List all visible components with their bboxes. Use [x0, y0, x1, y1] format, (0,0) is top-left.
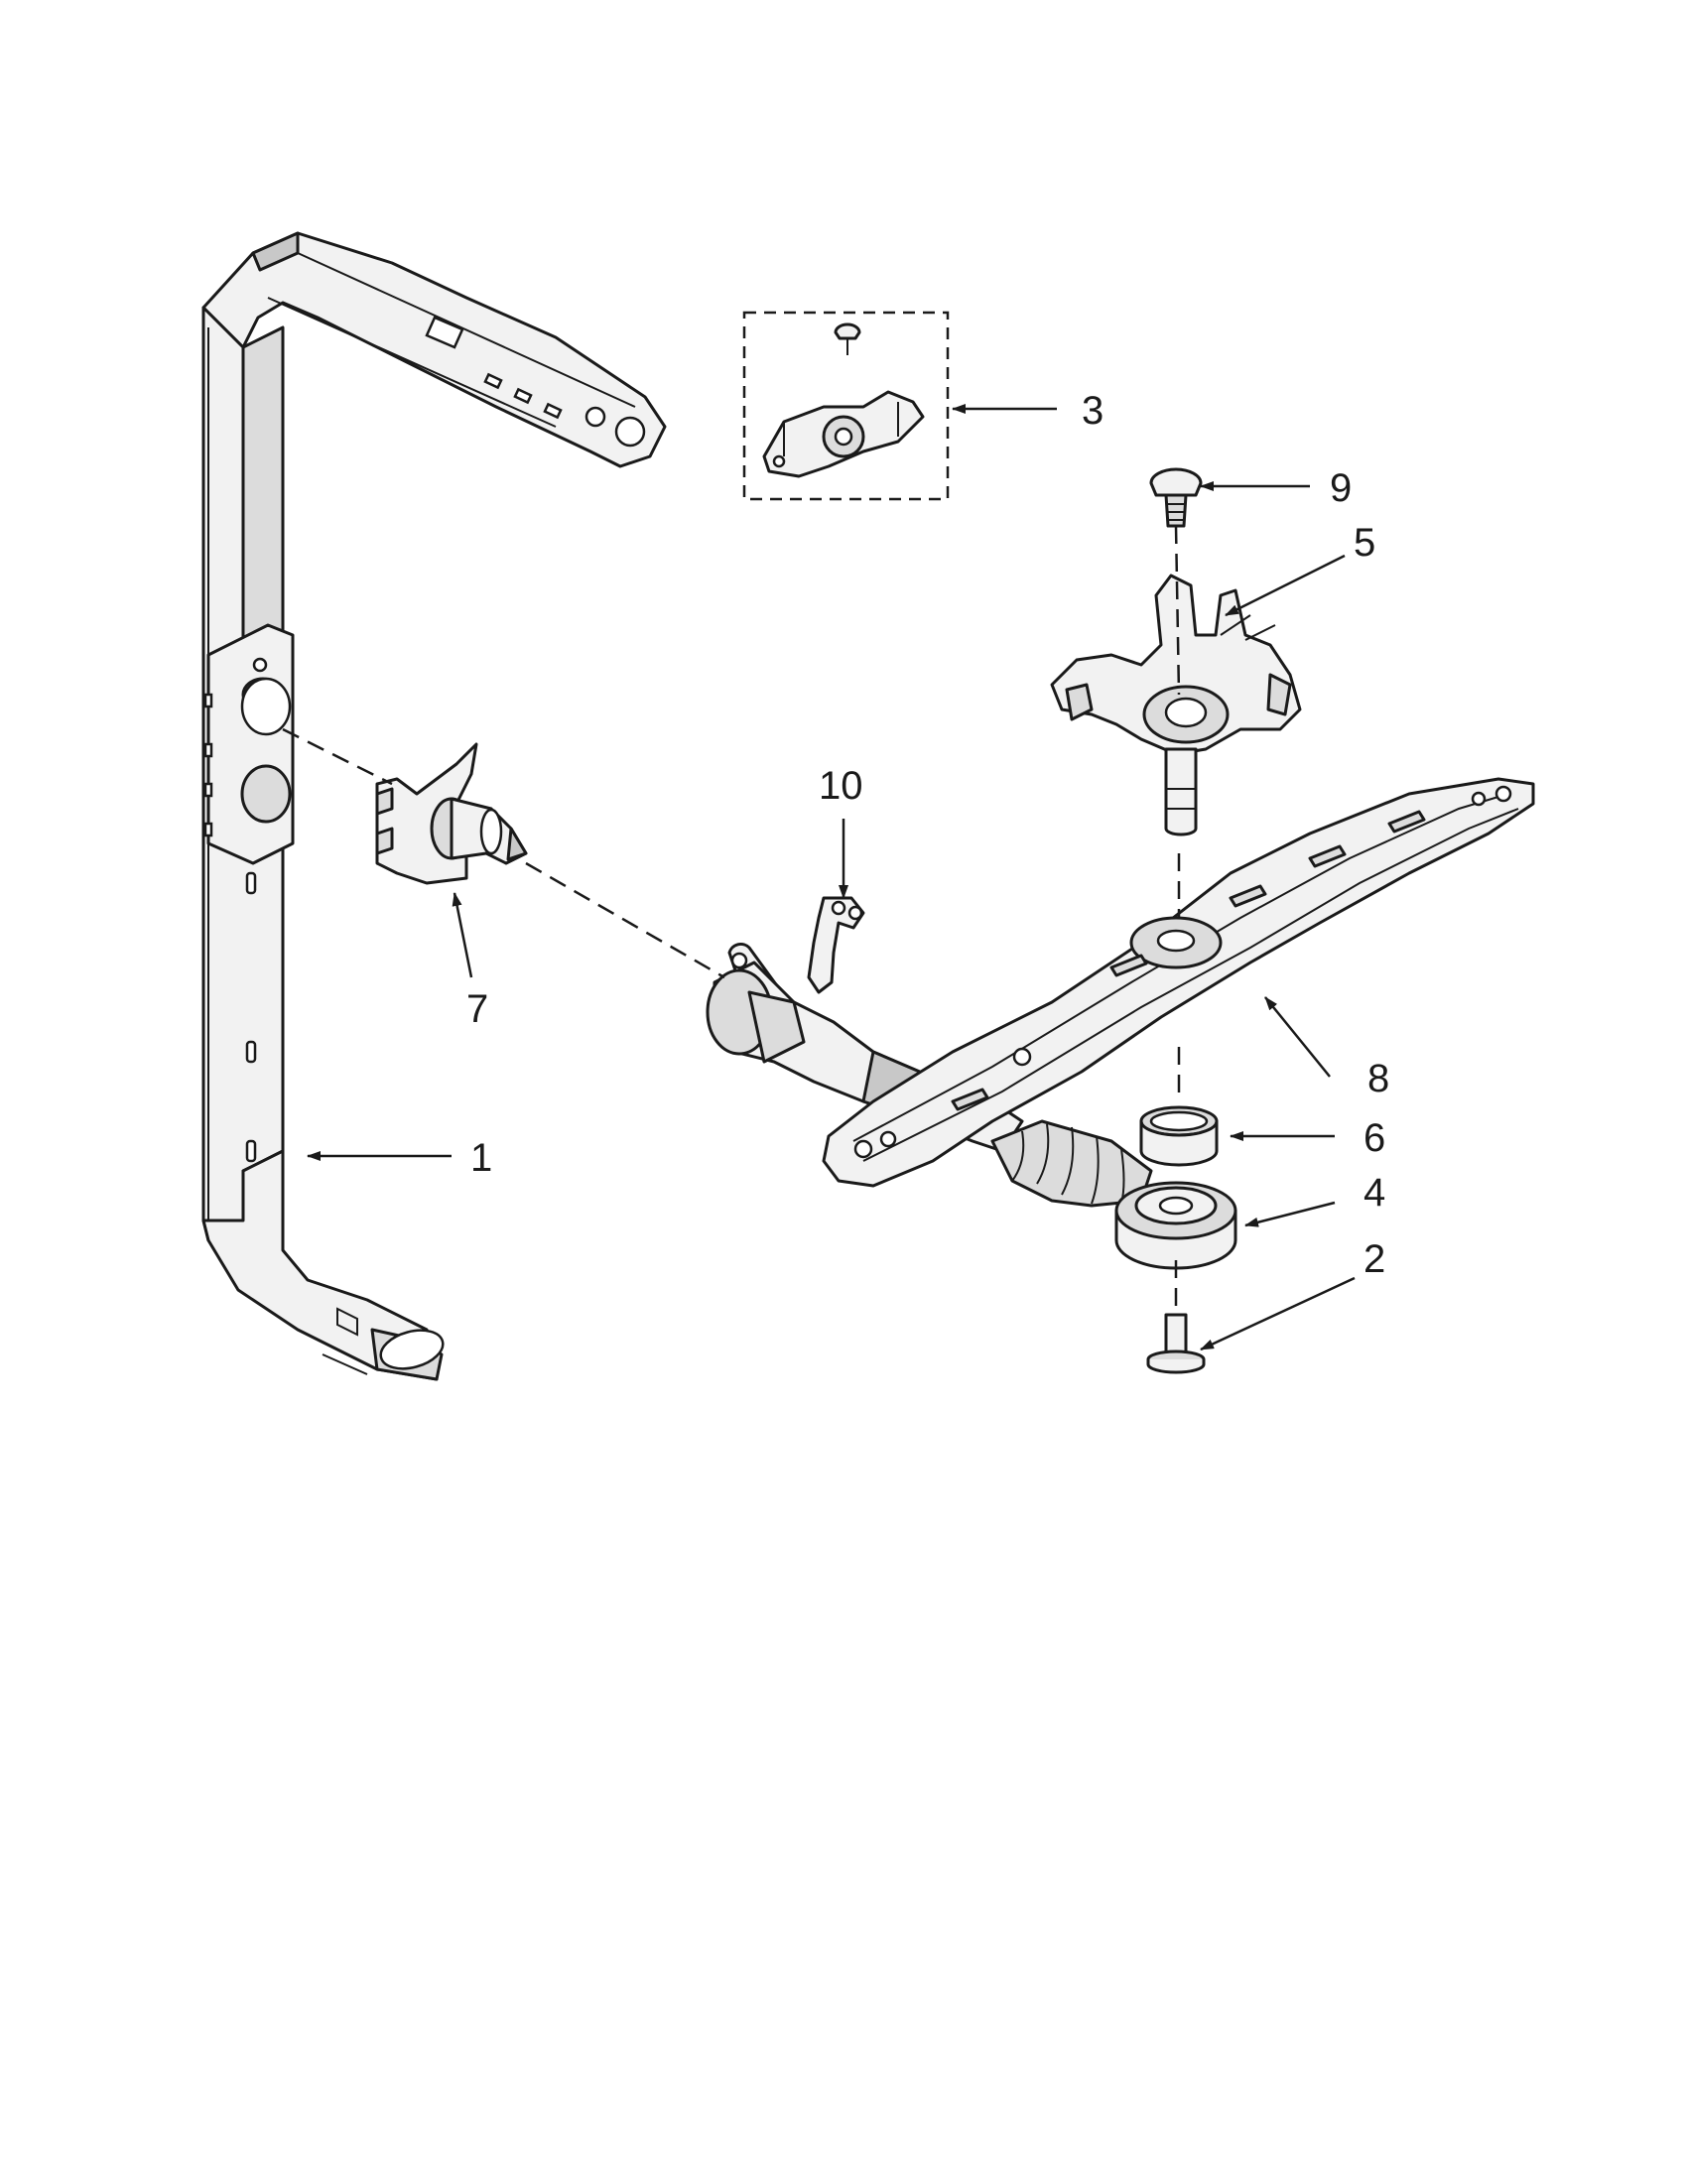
callout-3: 3 [1082, 389, 1104, 433]
part-3-hub-assembly [742, 311, 950, 501]
part-5-spray-arm-mount [1050, 525, 1302, 836]
callout-5: 5 [1354, 521, 1375, 565]
part-1-supply-tube [201, 231, 667, 1381]
part-8-spray-arm [822, 777, 1535, 1188]
callout-10: 10 [819, 764, 863, 808]
callout-4: 4 [1363, 1171, 1385, 1215]
part-2-bolt [1146, 1313, 1206, 1374]
callout-8: 8 [1367, 1057, 1389, 1100]
callout-9: 9 [1330, 466, 1352, 510]
callout-2: 2 [1363, 1237, 1385, 1281]
callout-labels: 1 2 3 4 5 6 7 8 9 10 [466, 389, 1389, 1281]
part-7-conduit [375, 742, 528, 885]
part-9-screw [1149, 467, 1203, 528]
leader-arrows [307, 404, 1356, 1351]
part-6-ring [1139, 1105, 1219, 1167]
callout-6: 6 [1363, 1116, 1385, 1160]
part-4-hub [1114, 1181, 1237, 1270]
callout-7: 7 [466, 987, 488, 1031]
assembly-lines [282, 727, 1181, 1310]
callout-1: 1 [470, 1136, 492, 1180]
